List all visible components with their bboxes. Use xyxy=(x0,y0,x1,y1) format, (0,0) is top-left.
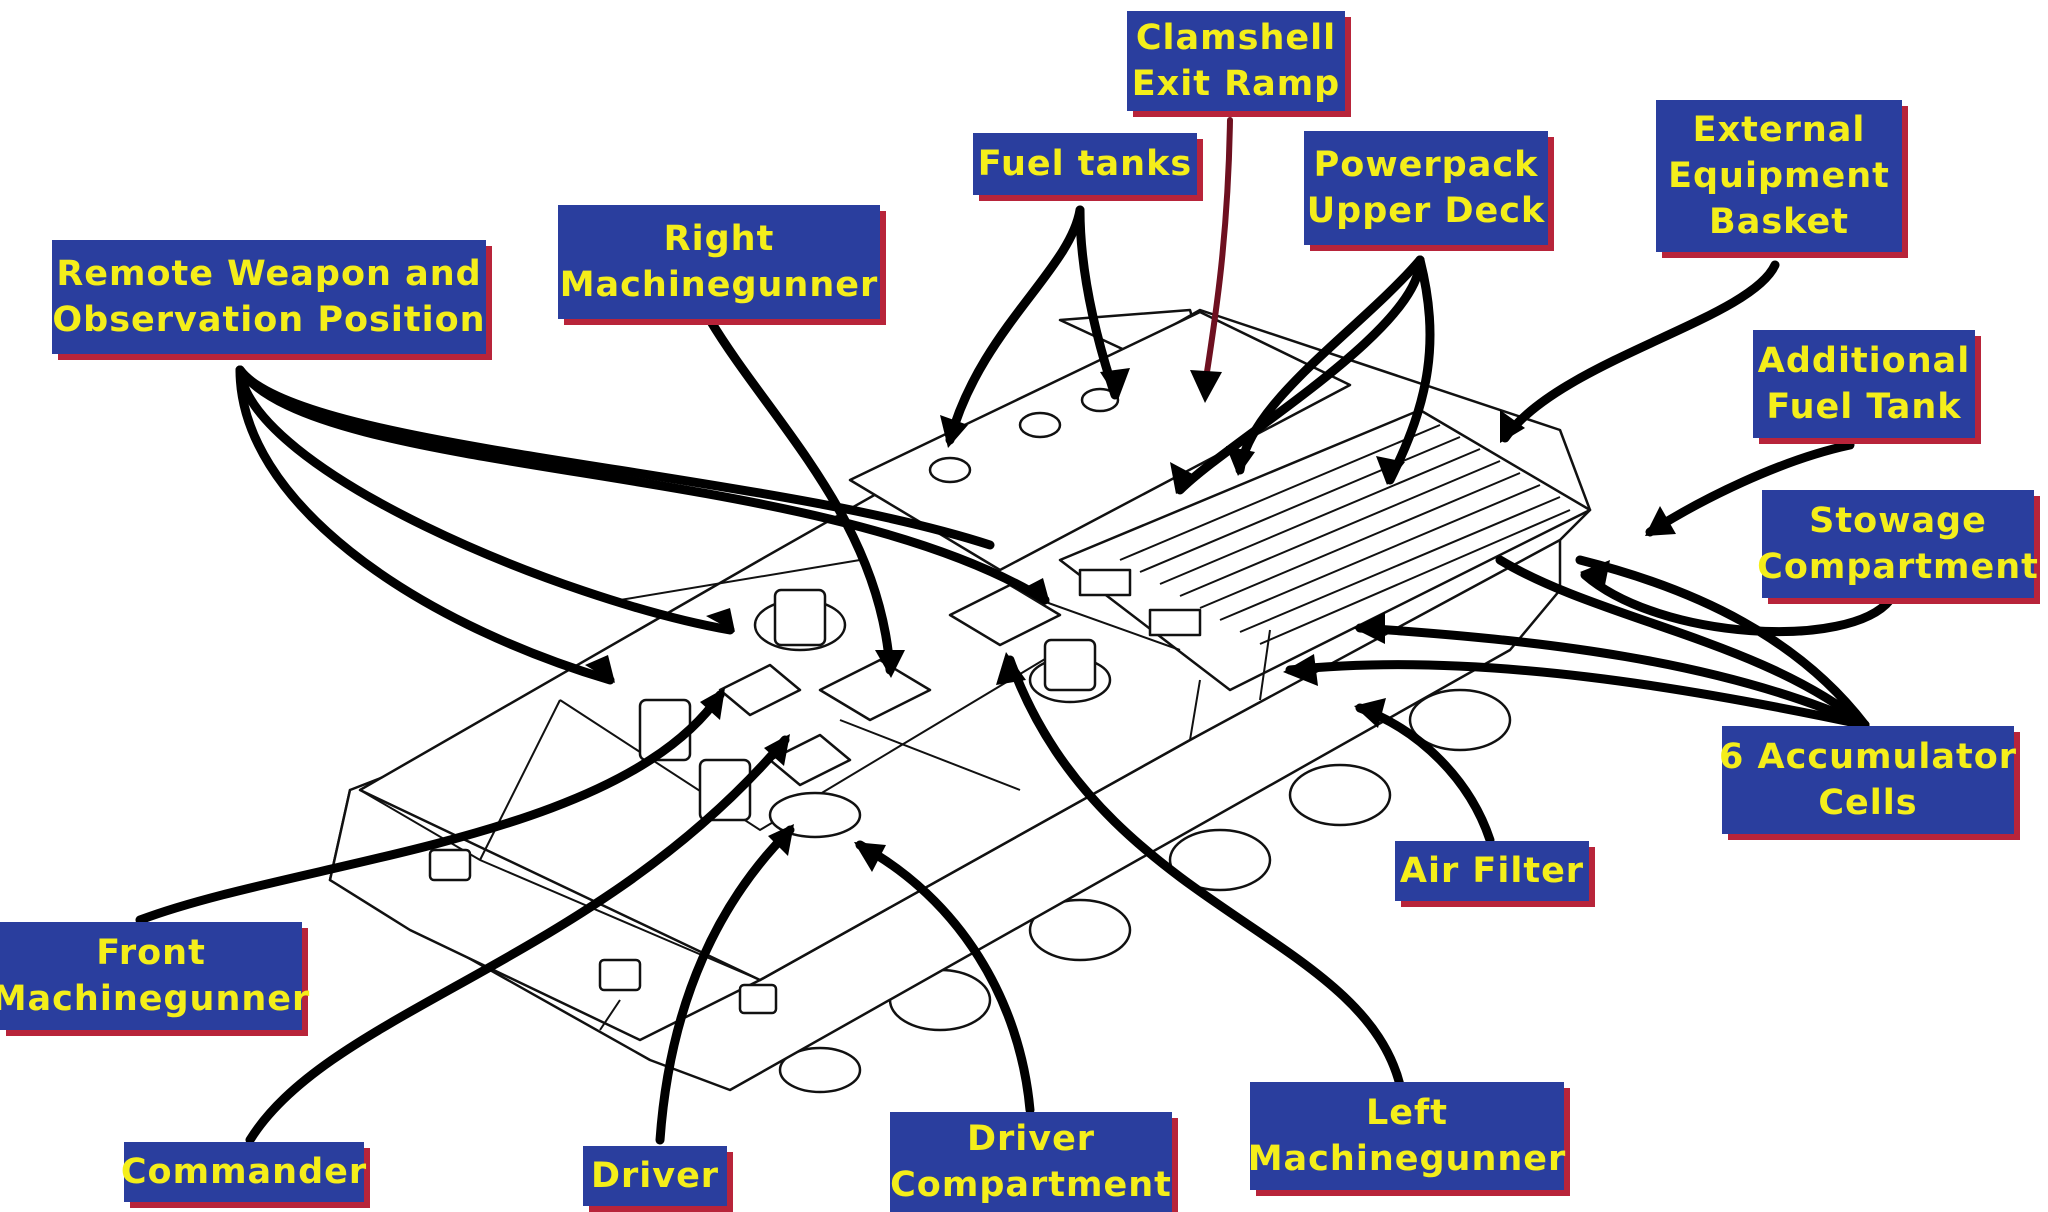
label-line: Cells xyxy=(1818,783,1918,823)
leader-lines xyxy=(135,117,1895,1145)
label-line: Front xyxy=(96,933,206,973)
label-line: Observation Position xyxy=(52,300,486,340)
label-line: Machinegunner xyxy=(1247,1139,1567,1179)
label-line: Commander xyxy=(120,1152,368,1192)
label-line: Fuel Tank xyxy=(1766,387,1962,427)
label-stowage-compartment: Stowage Compartment xyxy=(1757,490,2038,598)
upper-rear-deck xyxy=(848,310,1352,572)
label-front-machinegunner: Front Machinegunner xyxy=(0,922,309,1030)
label-line: Air Filter xyxy=(1399,851,1585,891)
label-line: Machinegunner xyxy=(0,979,311,1019)
label-line: Driver xyxy=(966,1119,1096,1159)
label-6-accumulator-cells: 6 Accumulator Cells xyxy=(1718,726,2018,834)
label-line: External xyxy=(1692,110,1866,150)
label-line: Powerpack xyxy=(1313,145,1539,185)
powerpack-grille xyxy=(1119,424,1571,645)
label-driver-compartment: Driver Compartment xyxy=(890,1112,1172,1212)
label-clamshell-exit-ramp: Clamshell Exit Ramp xyxy=(1127,11,1345,111)
label-left-machinegunner: Left Machinegunner xyxy=(1247,1082,1567,1190)
label-line: Basket xyxy=(1709,202,1849,242)
gun-stations xyxy=(619,559,1181,822)
label-additional-fuel-tank: Additional Fuel Tank xyxy=(1753,330,1975,438)
label-fuel-tanks: Fuel tanks xyxy=(973,133,1197,195)
fuel-caps xyxy=(928,387,1120,484)
label-line: Equipment xyxy=(1668,156,1890,196)
label-external-equipment-basket: External Equipment Basket xyxy=(1656,100,1902,252)
label-line: Fuel tanks xyxy=(977,144,1193,184)
label-air-filter: Air Filter xyxy=(1395,841,1589,901)
label-line: Additional xyxy=(1757,341,1971,381)
label-line: Machinegunner xyxy=(559,265,879,305)
label-line: 6 Accumulator xyxy=(1718,737,2018,777)
label-remote-weapon-observation: Remote Weapon and Observation Position xyxy=(52,240,486,354)
label-line: Clamshell xyxy=(1135,18,1337,58)
label-line: Right xyxy=(663,219,775,259)
label-line: Upper Deck xyxy=(1306,191,1546,231)
label-driver: Driver xyxy=(583,1146,727,1206)
label-line: Exit Ramp xyxy=(1131,64,1341,104)
label-line: Compartment xyxy=(1757,547,2039,587)
label-powerpack-upper-deck: Powerpack Upper Deck xyxy=(1304,131,1548,245)
leader-arrowheads xyxy=(585,368,1676,872)
label-line: Compartment xyxy=(890,1165,1172,1205)
label-line: Left xyxy=(1366,1093,1448,1133)
label-line: Remote Weapon and xyxy=(56,254,482,294)
label-line: Stowage xyxy=(1809,501,1987,541)
label-commander: Commander xyxy=(120,1142,368,1202)
label-line: Driver xyxy=(590,1156,720,1196)
label-right-machinegunner: Right Machinegunner xyxy=(558,205,880,319)
